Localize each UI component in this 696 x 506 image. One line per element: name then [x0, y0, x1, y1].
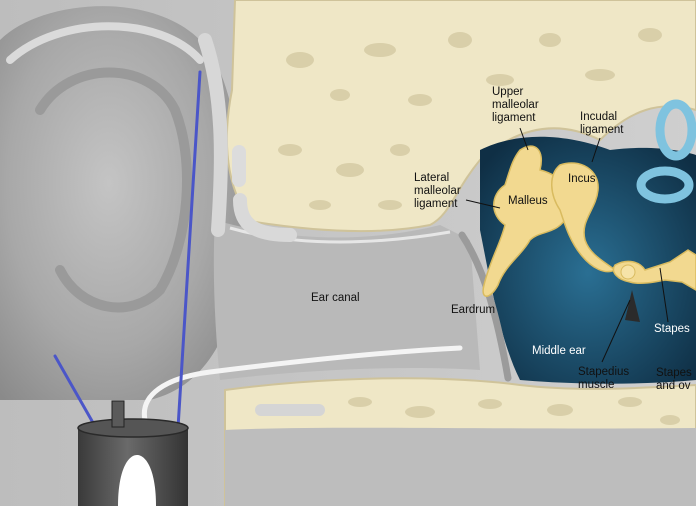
label-incudal-ligament: Incudal ligament	[580, 111, 624, 136]
label-stapes-and-oval: Stapes and ov	[656, 367, 692, 392]
label-incus: Incus	[568, 173, 596, 185]
auricle-rim	[6, 22, 204, 64]
probe-tube	[141, 345, 463, 423]
stapedius-muscle	[625, 290, 640, 322]
lower-tissue	[225, 427, 696, 506]
lower-canal-cartilage	[255, 404, 325, 416]
ear-probe-device	[77, 400, 189, 506]
ear-canal-wall	[213, 220, 481, 380]
canal-cartilage	[198, 33, 228, 237]
label-stapedius-muscle: Stapedius muscle	[578, 366, 630, 391]
label-stapes: Stapes	[654, 323, 690, 335]
auricle	[0, 6, 242, 400]
label-lateral-malleolar-ligament: Lateral malleolar ligament	[414, 172, 461, 210]
label-upper-malleolar-ligament: Upper malleolar ligament	[492, 86, 539, 124]
label-malleus: Malleus	[508, 195, 548, 207]
stapes-bone	[612, 249, 696, 291]
bone-texture-upper	[278, 28, 662, 210]
label-eardrum: Eardrum	[451, 304, 496, 316]
semicircular-canals	[636, 99, 696, 204]
label-middle-ear: Middle ear	[532, 345, 586, 357]
incudostapedial-joint	[620, 264, 636, 280]
auricle-inner-fold	[35, 67, 192, 313]
cartilage-hook	[233, 193, 297, 242]
label-ear-canal: Ear canal	[311, 292, 360, 304]
cartilage-segment	[232, 145, 246, 187]
probe-wires	[53, 70, 202, 430]
leader-lines	[465, 127, 669, 363]
eardrum-membrane	[458, 231, 512, 382]
